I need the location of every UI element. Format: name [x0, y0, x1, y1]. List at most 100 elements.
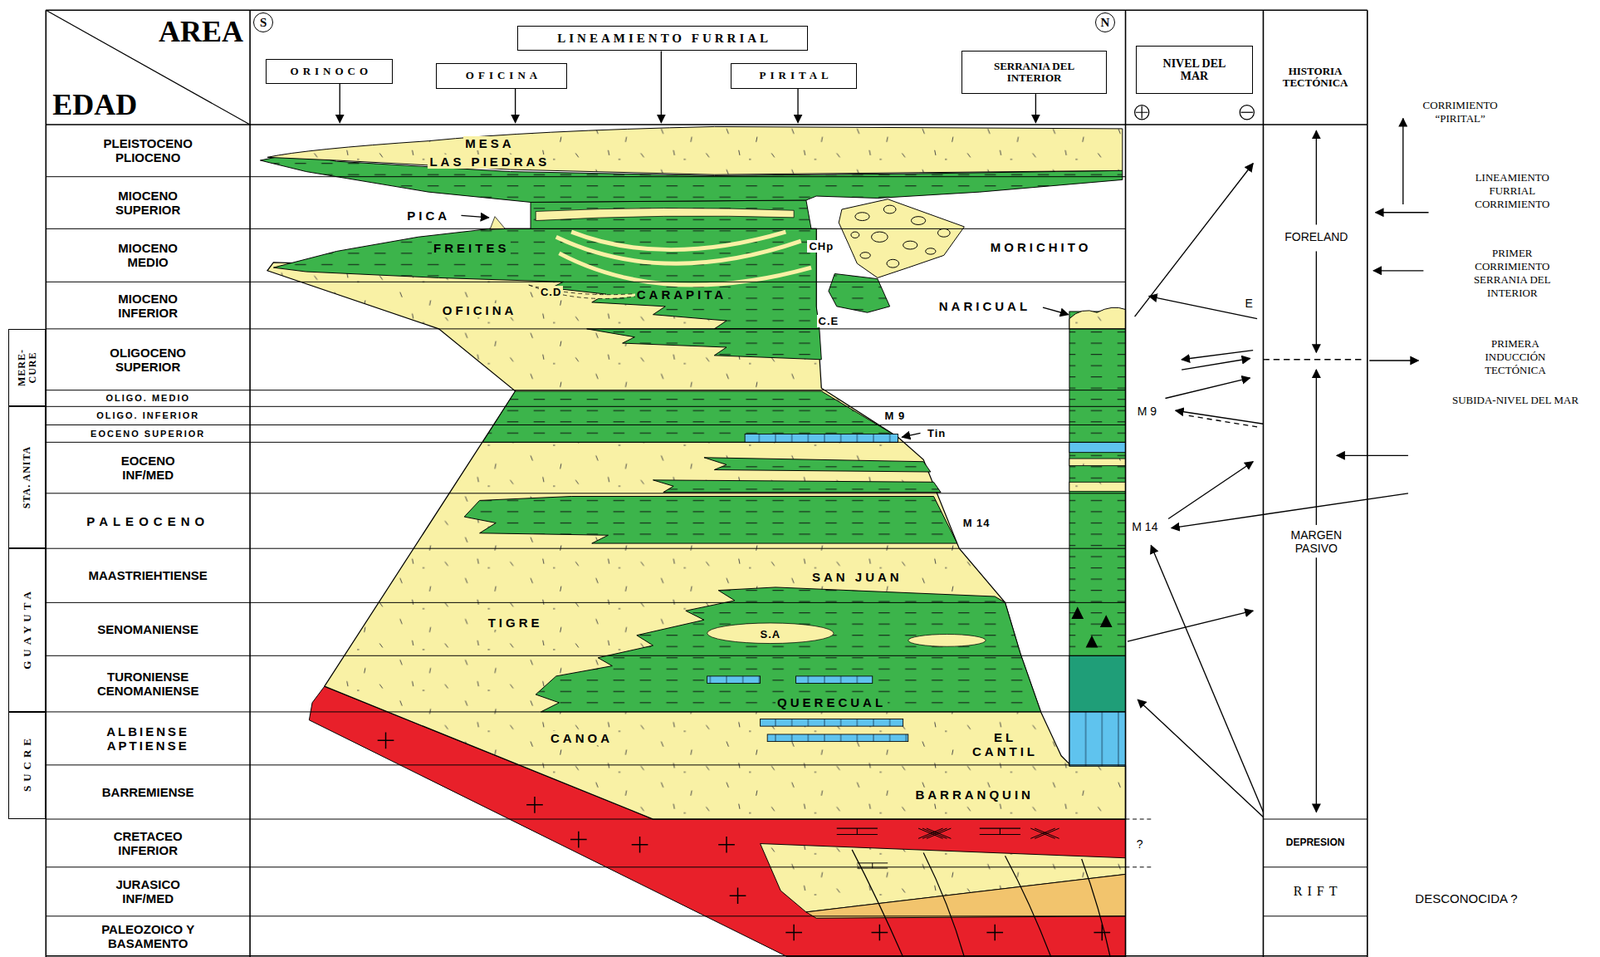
box-text: N [1100, 15, 1111, 30]
sand-lenses [556, 231, 812, 285]
age-label: PLEISTOCENO PLIOCENO [102, 136, 195, 165]
formation-label: EL CANTIL [970, 729, 1040, 759]
serrania-column [1069, 711, 1126, 766]
table-grid [1125, 818, 1152, 867]
formation-label: CARAPITA [635, 287, 729, 302]
serrania-column [1069, 655, 1126, 712]
arrows [1316, 250, 1317, 353]
tectonic-note: DESCONOCIDA ? [1413, 890, 1519, 906]
limestone-beds [707, 434, 909, 742]
basement-crosses [377, 732, 1111, 941]
table-grid [45, 9, 1367, 957]
sand-lenses [535, 207, 794, 221]
age-label: TURONIENSE CENOMANIENSE [95, 669, 201, 698]
box-text: PIRITAL [755, 69, 833, 83]
formation-label: PICA [405, 208, 452, 223]
serrania-column [1069, 481, 1126, 491]
shale-layers [704, 457, 931, 472]
sea-level-symbols [1135, 106, 1149, 119]
column-header: HISTORIA TECTÓNICA [1262, 9, 1367, 125]
arrows [1373, 269, 1424, 271]
arrows [1042, 307, 1069, 315]
header-text: AREA [158, 14, 244, 49]
arrows [1316, 557, 1317, 812]
morichito-conglomerate [871, 231, 889, 242]
box-text: SERRANIA DEL INTERIOR [980, 60, 1089, 85]
morichito-conglomerate [855, 212, 870, 221]
group-bracket: MERE- CURE [8, 328, 46, 407]
column-label: FORELAND [1282, 229, 1350, 244]
column-label: M 9 [1135, 404, 1159, 418]
box-text: LINEAMIENTO FURRIAL [553, 31, 772, 46]
box-text: STA. ANITA [21, 445, 33, 509]
box-text: S [259, 15, 267, 30]
area-box: ORINOCO [265, 58, 394, 84]
arrows [797, 88, 798, 123]
shale-layers [273, 200, 1041, 712]
shale-layers [587, 328, 823, 360]
sand-lenses [489, 207, 986, 646]
arrows [1164, 377, 1250, 399]
age-label: PALEOCENO [84, 513, 211, 529]
formation-label: M 9 [882, 409, 907, 422]
box-text: HISTORIA TECTÓNICA [1282, 65, 1349, 90]
arrows [339, 83, 341, 123]
morichito-conglomerate [883, 205, 896, 214]
formation-label: Tin [925, 426, 948, 440]
arrows [514, 88, 516, 123]
arrows [1402, 118, 1404, 205]
tectonic-note: LINEAMIENTO FURRIAL CORRIMIENTO [1472, 171, 1552, 211]
morichito-conglomerate [886, 259, 900, 268]
arrows [339, 50, 1429, 817]
table-grid [45, 9, 1367, 957]
tectonic-cell: RIFT [1262, 866, 1367, 916]
tectonic-note: CORRIMIENTO “PIRITAL” [1421, 98, 1500, 126]
age-label: MIOCENO MEDIO [116, 240, 180, 270]
shale-layers [530, 200, 812, 229]
morichito-conglomerate [860, 252, 871, 259]
arrows [660, 50, 662, 123]
pliocene-units [259, 126, 1122, 202]
morichito-conglomerate [910, 216, 925, 226]
morichito-conglomerate [851, 231, 860, 238]
arrows [1127, 610, 1253, 641]
arrows [1262, 358, 1362, 360]
formation-label: MORICHITO [988, 239, 1094, 255]
sand-lenses [908, 633, 986, 646]
area-box: OFICINA [435, 63, 568, 89]
tectonic-note: PRIMERA INDUCCIÓN TECTÓNICA [1482, 337, 1548, 377]
arrows [460, 215, 489, 217]
shale-layers [653, 479, 942, 493]
age-label: ALBIENSE APTIENSE [104, 724, 191, 753]
box-text: NIVEL DEL MAR [1154, 57, 1234, 84]
header-text: EDAD [52, 88, 138, 122]
area-box: PIRITAL [730, 63, 857, 89]
group-bracket: GUAYUTA [8, 548, 46, 712]
limestone-beds [767, 733, 909, 742]
arrows [1316, 369, 1317, 525]
column-header: NIVEL DEL MAR [1135, 45, 1253, 94]
limestone-beds [744, 434, 898, 443]
formation-label: LAS PIEDRAS [427, 154, 552, 169]
sea-level-symbols [1135, 105, 1255, 120]
formation-label: TIGRE [486, 615, 545, 630]
formation-label: M 14 [961, 516, 993, 529]
group-bracket: STA. ANITA [8, 406, 46, 549]
column-label: MARGEN PASIVO [1289, 528, 1344, 555]
formation-label: C.D [538, 285, 563, 299]
sandstone-body [267, 228, 1126, 819]
arrows [1168, 461, 1253, 519]
arrows [1035, 93, 1037, 123]
serrania-column [1069, 311, 1126, 766]
age-label: SENOMANIENSE [95, 621, 201, 637]
shale-layers [535, 587, 1041, 712]
serrania-column [1069, 458, 1126, 466]
compass-circle: N [1095, 12, 1116, 34]
age-label: MIOCENO SUPERIOR [113, 188, 182, 217]
formation-label: CHp [807, 239, 836, 253]
limestone-beds [707, 675, 761, 684]
sandstone-body [267, 228, 1126, 819]
age-label: OLIGOCENO SUPERIOR [107, 345, 188, 374]
